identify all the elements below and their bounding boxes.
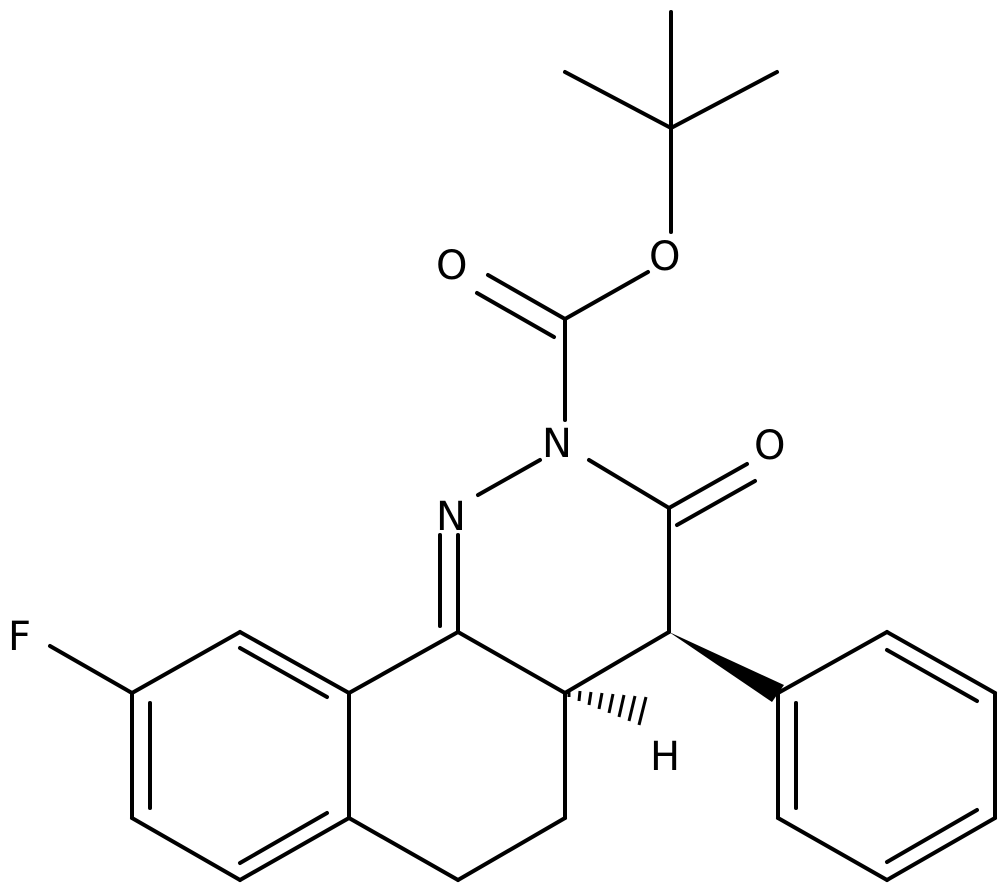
hashed-bond-c4a-h xyxy=(567,690,648,726)
bond-c9-f xyxy=(48,644,134,695)
atom-label-nitrogen-1: N xyxy=(436,494,466,540)
bond-tbu-c3 xyxy=(669,70,779,130)
atom-label-oxygen-keto: O xyxy=(754,423,785,469)
bond-ar-c7-c6a xyxy=(238,816,351,882)
wedge-bond-c4-phenyl xyxy=(669,632,784,702)
bond-c10b-c4a xyxy=(456,630,567,695)
bond-c4a-c4 xyxy=(563,630,671,695)
bond-ph-c2-c3 xyxy=(885,630,997,695)
bond-ph-c4-c5 xyxy=(885,816,997,882)
bond-n2-c3 xyxy=(587,458,671,510)
bond-keto-double-2 xyxy=(675,479,757,527)
bond-keto-double-1 xyxy=(667,462,749,510)
bond-tbu-c2 xyxy=(563,70,673,130)
bond-o-carbonyl-c xyxy=(563,270,650,321)
bond-ar-c10a-c10 xyxy=(238,630,351,695)
bond-c5-c6 xyxy=(456,816,567,882)
atom-label-oxygen-ester: O xyxy=(649,234,680,280)
bond-carbonyl-double-2 xyxy=(475,291,556,339)
atom-label-nitrogen-2: N xyxy=(542,421,572,467)
bond-ar-c10a-c10b xyxy=(347,630,460,695)
bond-ar-c10-c9 xyxy=(130,630,242,695)
bonds xyxy=(48,10,997,882)
bond-ph-c2-c3-inner xyxy=(885,648,979,703)
bond-ph-c4-c5-inner xyxy=(885,808,979,864)
bond-ar-c7-c6a-inner xyxy=(238,811,329,865)
bond-ph-c1-c2 xyxy=(776,630,889,695)
bond-ar-c8-c7 xyxy=(130,816,242,882)
bond-carbonyl-double-1 xyxy=(486,273,567,321)
bond-c6-c6a xyxy=(347,816,460,882)
atom-label-hydrogen: H xyxy=(650,734,680,780)
bond-n2-n1 xyxy=(476,458,542,497)
bond-ar-c10a-c10-inner xyxy=(238,646,329,699)
bond-ph-c5-c6 xyxy=(776,816,889,882)
atom-label-oxygen-carbonyl: O xyxy=(436,243,467,289)
atom-label-fluorine: F xyxy=(8,614,31,660)
